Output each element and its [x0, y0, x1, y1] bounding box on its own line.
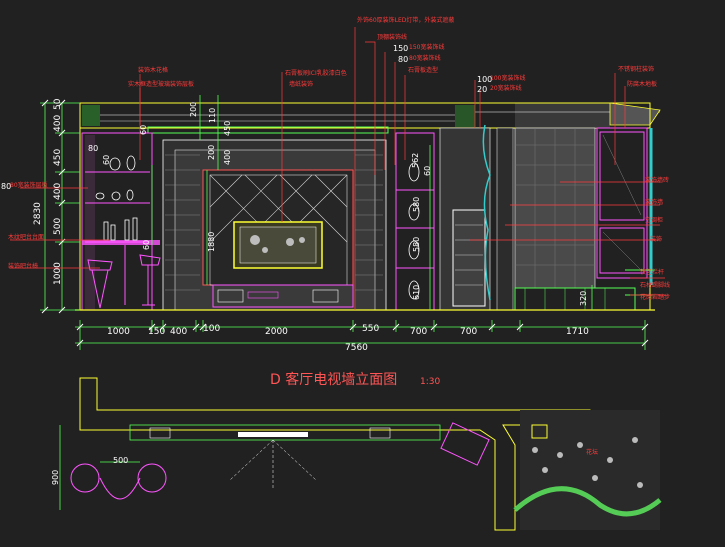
- dim-mid-200b: 200: [207, 144, 216, 160]
- note-wood-lattice: 装饰木花格: [138, 67, 169, 74]
- dim-left-total: 2830: [33, 202, 43, 225]
- note-wall-tile: 装饰墙砖: [645, 177, 670, 184]
- note-stone-skirting: 石材踢脚线: [640, 282, 671, 289]
- dim-bottom-6: 550: [362, 324, 380, 334]
- note-steel-column: 不锈钢柱装饰: [618, 66, 655, 73]
- dim-right-320: 320: [579, 290, 588, 306]
- dim-right-580a: 580: [412, 196, 421, 212]
- note-ac-cabinet: 空调柜: [645, 217, 664, 224]
- dim-bottom-3: 400: [170, 327, 188, 337]
- note-bar-stool: 装饰吧台椅: [8, 263, 39, 270]
- dim-bottom-5: 2000: [265, 327, 288, 337]
- note-150-line: 150宽装饰线: [409, 44, 445, 51]
- note-wallpaper: 墙纸装饰: [289, 81, 314, 88]
- note-wall-decor: 装饰墙: [645, 199, 664, 206]
- dim-plan-500: 500: [113, 456, 129, 465]
- note-80-shelf: 80宽装饰层板: [10, 182, 48, 189]
- dim-right-580b: 580: [412, 236, 421, 252]
- note-granite-step: 花岗岩踏步: [640, 294, 671, 301]
- note-gypsum-paint: 石膏板刷ICI乳胶漆白色: [285, 70, 347, 77]
- dim-left-400: 400: [53, 114, 63, 132]
- dim-right-610: 610: [412, 284, 421, 300]
- drawing-scale: 1:30: [420, 377, 441, 387]
- note-100-line: 100宽装饰线: [490, 75, 526, 82]
- dim-right-150: 150: [393, 44, 409, 53]
- dim-left-500: 500: [53, 217, 63, 235]
- dim-inner-80: 80: [88, 144, 99, 153]
- note-ceiling-line: 顶棚装饰线: [377, 34, 408, 41]
- note-80-line: 80宽装饰线: [409, 55, 441, 62]
- column-ac: [439, 124, 514, 311]
- dim-right-100: 100: [477, 75, 493, 84]
- dim-bottom-4: 100: [203, 324, 221, 334]
- dim-bottom-7: 700: [410, 327, 428, 337]
- ceiling-band: [79, 102, 661, 134]
- dim-right-20: 20: [477, 85, 488, 94]
- leader-lines: [10, 27, 665, 310]
- tv-wall: [162, 139, 387, 311]
- dim-plan-900: 900: [51, 469, 60, 485]
- dim-mid-450: 450: [223, 120, 232, 136]
- dim-mid-1880: 1880: [207, 231, 216, 252]
- note-wood-floor: 防腐木地板: [627, 81, 658, 88]
- dim-left-400b: 400: [53, 182, 63, 200]
- note-iron-rail: 铁艺栏杆: [640, 269, 665, 276]
- dim-left-80: 80: [1, 182, 12, 191]
- note-decor: 装饰: [650, 236, 663, 243]
- dim-right-80: 80: [398, 55, 409, 64]
- dim-left-1000: 1000: [53, 262, 63, 285]
- dim-mid-110: 110: [208, 107, 217, 123]
- dim-right-562: 562: [411, 152, 420, 168]
- dim-inner-60c: 60: [142, 239, 151, 250]
- dim-bottom-1: 1000: [107, 327, 130, 337]
- tile-wall: [514, 127, 636, 311]
- note-bar-top: 木纹吧台台面: [8, 234, 45, 241]
- note-20-line: 20宽装饰线: [490, 85, 522, 92]
- dim-mid-200: 200: [189, 101, 198, 117]
- dimension-ticks: [41, 99, 649, 347]
- drawing-title: D 客厅电视墙立面图: [270, 372, 398, 388]
- dim-inner-60a: 60: [102, 154, 111, 165]
- dimension-lines: [40, 95, 646, 350]
- bar-cabinet: [81, 132, 161, 311]
- dim-inner-60b: 60: [139, 124, 148, 135]
- dim-left-450: 450: [53, 148, 63, 166]
- note-gypsum: 石膏板造型: [408, 67, 439, 74]
- dim-left-50: 50: [53, 98, 63, 110]
- dim-bottom-8: 700: [460, 327, 478, 337]
- dim-right-60: 60: [423, 165, 432, 176]
- note-glass-shelf: 实木框造型玻璃装饰层板: [128, 81, 195, 88]
- dim-bottom-9: 1710: [566, 327, 589, 337]
- plan-view: [59, 377, 662, 531]
- note-led-strip: 外饰60厚装饰LED灯带，外装式遮蔽: [357, 17, 455, 24]
- note-planter: 花坛: [586, 449, 599, 456]
- dim-total: 7560: [345, 343, 368, 353]
- dim-bottom-2: 150: [148, 327, 166, 337]
- dim-mid-400: 400: [223, 149, 232, 165]
